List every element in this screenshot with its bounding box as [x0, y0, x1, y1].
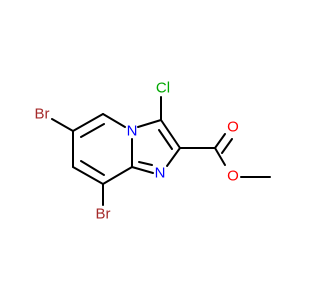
bond-c2-n1 — [166, 147, 181, 167]
bond-c7-c8 — [72, 166, 104, 185]
bond-c6-br6 — [51, 118, 74, 132]
bond-n1-c8a-inner — [138, 161, 153, 166]
bond-c3-c2 — [160, 119, 181, 149]
bond-c3-c2-inner — [158, 129, 173, 150]
bond-ccarbonyl-ocarbonyl-second — [221, 138, 233, 154]
bond-ccarbonyl-ocarbonyl — [214, 133, 226, 149]
atom-label-o-carbonyl: O — [227, 119, 239, 136]
bond-c5-c6-inner — [80, 123, 105, 138]
bond-n4-c3 — [137, 119, 162, 128]
atom-label-cl3: Cl — [156, 80, 170, 97]
bond-n1-c8a — [131, 166, 154, 174]
atom-label-br8: Br — [96, 206, 111, 223]
atom-label-n1: N — [155, 165, 166, 182]
atom-label-n4: N — [127, 123, 138, 140]
atom-label-br6: Br — [35, 106, 50, 123]
atom-label-layer: Br Br Cl N N O O — [35, 80, 239, 223]
bond-layer — [51, 96, 271, 206]
bond-ccarbonyl-oester — [214, 147, 226, 166]
bond-c5-n4 — [102, 113, 126, 128]
atom-label-o-ester: O — [227, 168, 239, 185]
bond-c7-c8-inner — [80, 160, 105, 176]
bond-c5-c6 — [72, 113, 104, 132]
bond-c8-c8a — [102, 166, 133, 185]
molecule-structure: Br Br Cl N N O O — [35, 80, 271, 223]
